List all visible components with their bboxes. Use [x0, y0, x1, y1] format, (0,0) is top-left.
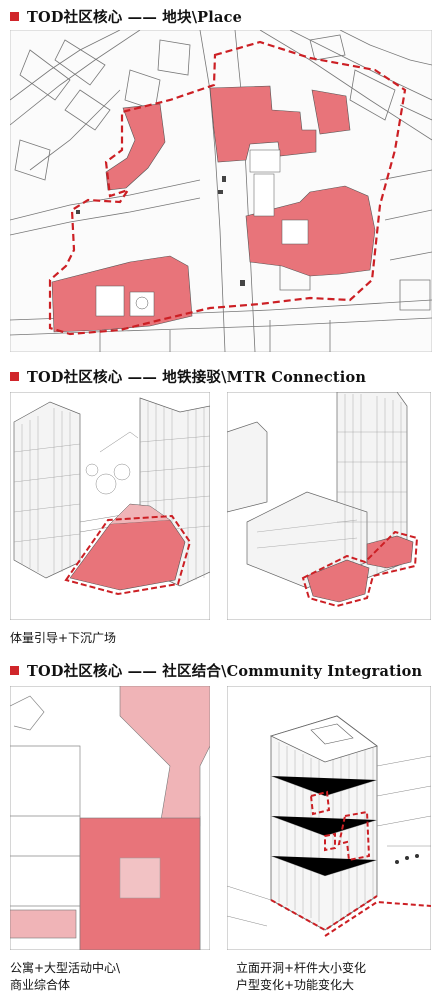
place-site-plan	[10, 30, 432, 352]
section-title-place: TOD社区核心 —— 地块\Place	[10, 6, 242, 26]
title-marker-icon	[10, 11, 19, 21]
caption-community-left: 公寓+大型活动中心\ 商业综合体	[10, 960, 120, 994]
title-marker-icon	[10, 665, 19, 675]
caption-line: 商业综合体	[10, 978, 71, 992]
section-title-text: TOD社区核心 —— 社区结合\Community Integration	[27, 662, 423, 680]
section-title-text: TOD社区核心 —— 地铁接驳\MTR Connection	[27, 368, 367, 386]
caption-mtr-left: 体量引导+下沉广场	[10, 631, 117, 645]
section-title-community: TOD社区核心 —— 社区结合\Community Integration	[10, 660, 422, 680]
title-marker-icon	[10, 371, 19, 381]
mtr-right-axonometric	[227, 392, 431, 620]
community-right-axonometric	[227, 686, 431, 950]
mtr-left-axonometric	[10, 392, 210, 620]
caption-line: 立面开洞+杆件大小变化	[236, 961, 367, 975]
section-title-mtr: TOD社区核心 —— 地铁接驳\MTR Connection	[10, 366, 366, 386]
community-left-plan	[10, 686, 210, 950]
section-title-text: TOD社区核心 —— 地块\Place	[27, 8, 243, 26]
caption-line: 公寓+大型活动中心\	[10, 961, 121, 975]
caption-line: 户型变化+功能变化大	[236, 978, 355, 992]
caption-community-right: 立面开洞+杆件大小变化 户型变化+功能变化大	[236, 960, 366, 994]
